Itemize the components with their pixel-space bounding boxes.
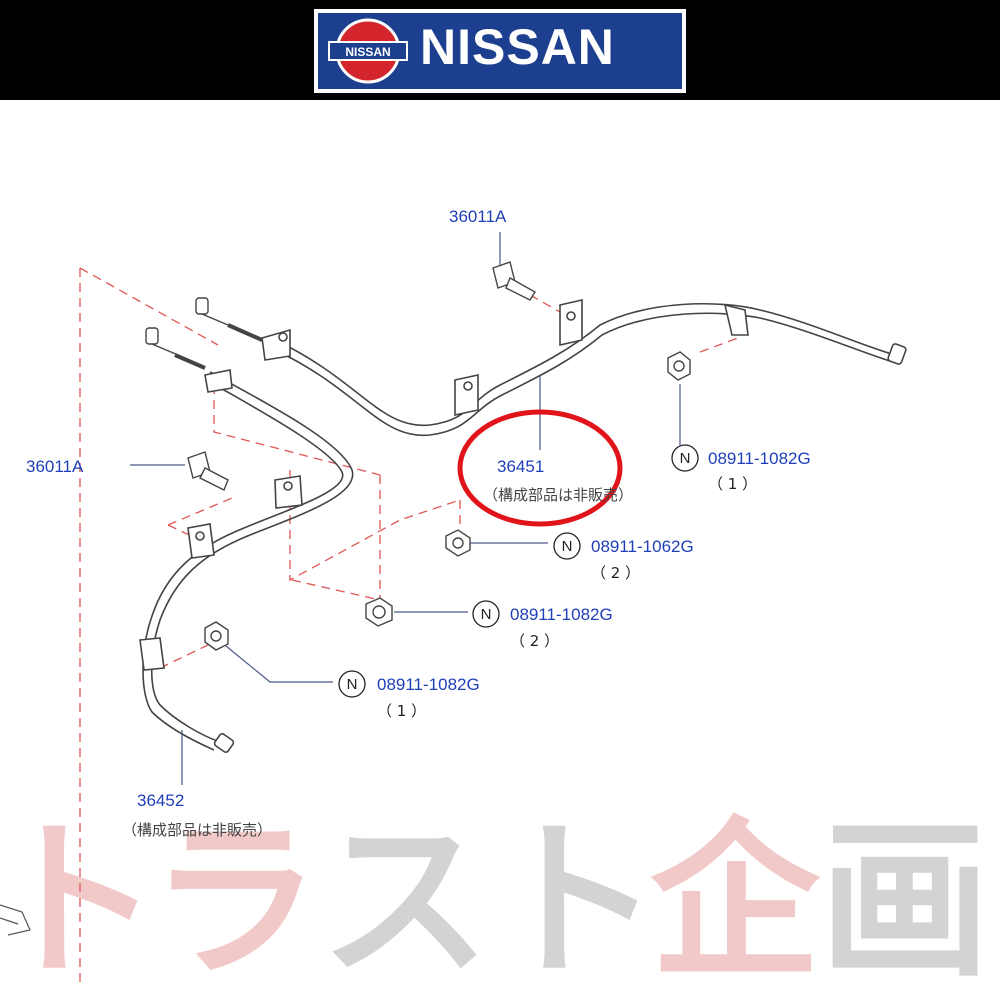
n-prefix: N	[562, 538, 573, 555]
logo-panel: NISSAN NISSAN	[318, 13, 682, 89]
note-36451: （構成部品は非販売）	[483, 486, 633, 504]
label-36452: 36452	[137, 791, 184, 810]
assembly-dashed-lines	[79, 267, 739, 985]
nut-08911-1082g-mid-icon	[365, 597, 393, 627]
n-circle-icon	[338, 670, 366, 698]
note-36452: （構成部品は非販売）	[122, 821, 272, 839]
highlight-circle	[457, 409, 623, 527]
label-36011a-top: 36011A	[449, 207, 507, 226]
cable-end-caps	[145, 297, 229, 356]
n-prefix: N	[680, 450, 691, 467]
label-08911-1082g-mid: 08911-1082G	[510, 605, 613, 624]
n-circle-icon	[671, 444, 699, 472]
qty-08911-1062g: （ 2 ）	[591, 564, 640, 582]
partial-bracket-drawing	[0, 904, 31, 936]
cable-36452-drawing	[139, 323, 354, 753]
n-prefix: N	[347, 676, 358, 693]
nissan-logo: NISSAN NISSAN	[314, 9, 686, 93]
callout-08911-1082g-mid: N 08911-1082G （ 2 ）	[472, 600, 613, 650]
nissan-badge-icon: NISSAN	[328, 18, 408, 84]
watermark-char-2: ラ	[150, 803, 320, 1000]
watermark: ト ラ ス ト 企 画	[0, 803, 990, 1000]
watermark-char-5: 企	[650, 803, 821, 1000]
logo-wordmark: NISSAN	[420, 19, 615, 75]
bolt-36011a-left-icon	[187, 451, 229, 491]
n-circle-icon	[472, 600, 500, 628]
label-36451: 36451	[497, 457, 544, 476]
qty-08911-1082g-right: （ 1 ）	[708, 475, 757, 493]
callout-08911-1082g-right: N 08911-1082G （ 1 ）	[671, 444, 811, 493]
n-prefix: N	[481, 606, 492, 623]
label-08911-1082g-right: 08911-1082G	[708, 449, 811, 468]
watermark-char-6: 画	[820, 803, 990, 1000]
callout-08911-1062g: N 08911-1062G （ 2 ）	[553, 532, 694, 582]
callout-08911-1082g-bottom: N 08911-1082G （ 1 ）	[338, 670, 480, 720]
cable-36451-drawing	[261, 298, 907, 437]
nut-08911-1082g-bottom-icon	[204, 621, 229, 651]
watermark-char-4: ト	[490, 803, 660, 1000]
qty-08911-1082g-mid: （ 2 ）	[510, 632, 559, 650]
header-bar: NISSAN NISSAN	[0, 0, 1000, 100]
label-08911-1082g-bottom: 08911-1082G	[377, 675, 480, 694]
bolt-36011a-top-icon	[492, 261, 536, 301]
nut-08911-1082g-right-icon	[667, 351, 691, 381]
nut-08911-1062g-icon	[445, 529, 471, 557]
qty-08911-1082g-bottom: （ 1 ）	[377, 702, 426, 720]
watermark-char-3: ス	[320, 803, 490, 1000]
badge-text: NISSAN	[345, 45, 390, 59]
n-circle-icon	[553, 532, 581, 560]
label-08911-1062g: 08911-1062G	[591, 537, 694, 556]
label-36011a-left: 36011A	[26, 457, 84, 476]
